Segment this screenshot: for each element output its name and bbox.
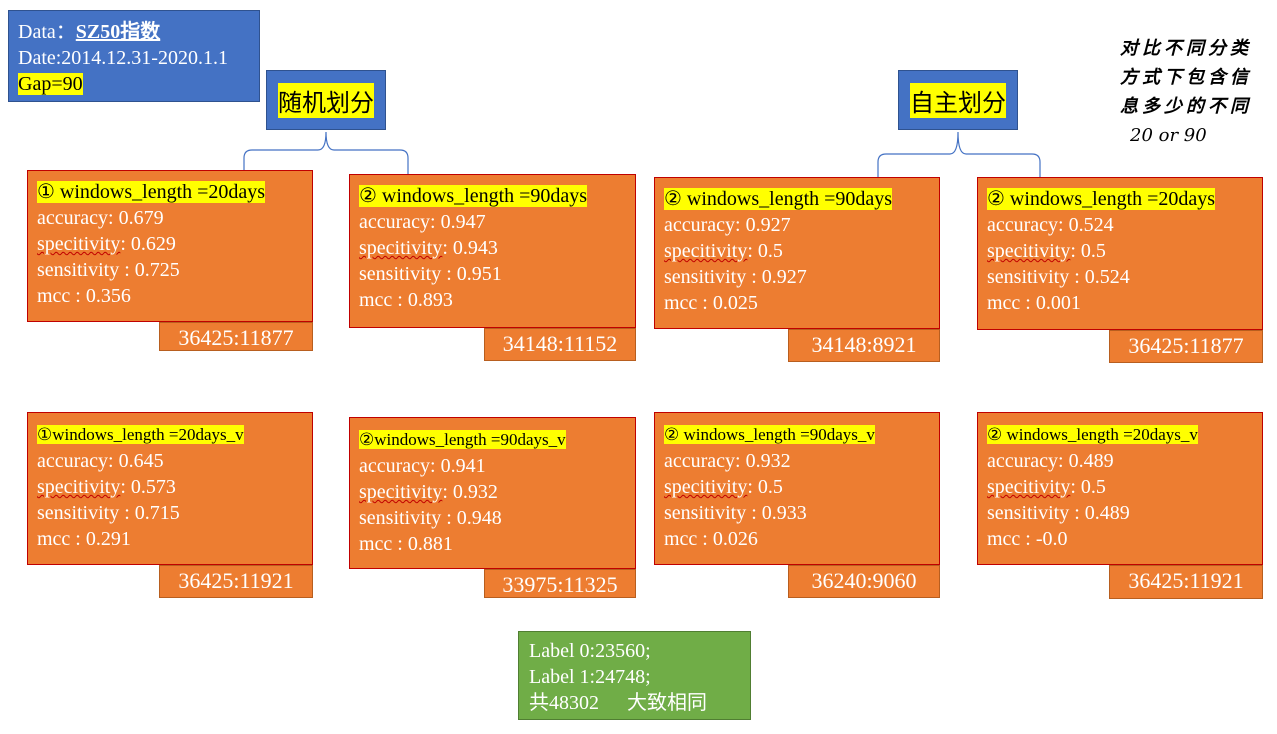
sensitivity: sensitivity : 0.927	[664, 266, 807, 288]
dataset-info-box: Data：SZ50指数 Date:2014.12.31-2020.1.1 Gap…	[8, 10, 260, 102]
accuracy: accuracy: 0.932	[664, 450, 791, 472]
mcc: mcc : 0.026	[664, 528, 758, 550]
specitivity-value: : 0.5	[747, 476, 783, 498]
window-length-title: ② windows_length =20days	[987, 188, 1216, 210]
accuracy: accuracy: 0.679	[37, 207, 164, 229]
window-length-title: ② windows_length =90days_v	[664, 425, 875, 444]
gap-value: Gap=90	[18, 73, 83, 95]
mcc: mcc : 0.893	[359, 289, 453, 311]
data-label: Data：	[18, 21, 76, 43]
window-length-title: ① windows_length =20days	[37, 181, 266, 203]
note-line: 对比不同分类	[1120, 38, 1252, 59]
date-range: Date:2014.12.31-2020.1.1	[18, 47, 228, 69]
sensitivity: sensitivity : 0.489	[987, 502, 1130, 524]
specitivity-label: specitivity	[359, 481, 443, 503]
result-card: ② windows_length =20days_v accuracy: 0.4…	[977, 412, 1263, 565]
window-length-title: ②windows_length =90days_v	[359, 430, 566, 449]
window-length-title: ② windows_length =90days	[359, 185, 588, 207]
sample-count-box: 33975:11325	[484, 569, 636, 598]
sensitivity: sensitivity : 0.715	[37, 502, 180, 524]
specitivity-value: : 0.573	[120, 476, 176, 498]
group-random-label: 随机划分	[278, 82, 374, 118]
mcc: mcc : -0.0	[987, 528, 1068, 550]
sample-count-box: 36425:11877	[159, 322, 313, 351]
sensitivity: sensitivity : 0.725	[37, 259, 180, 281]
accuracy: accuracy: 0.489	[987, 450, 1114, 472]
sensitivity: sensitivity : 0.951	[359, 263, 502, 285]
accuracy: accuracy: 0.645	[37, 450, 164, 472]
accuracy: accuracy: 0.941	[359, 455, 486, 477]
specitivity-label: specitivity	[37, 476, 121, 498]
specitivity-label: specitivity	[987, 476, 1071, 498]
sensitivity: sensitivity : 0.933	[664, 502, 807, 524]
result-card: ② windows_length =20days accuracy: 0.524…	[977, 177, 1263, 330]
result-card: ② windows_length =90days accuracy: 0.947…	[349, 174, 636, 328]
result-card: ① windows_length =20days accuracy: 0.679…	[27, 170, 313, 322]
note-line: 方式下包含信	[1120, 67, 1252, 88]
data-value: SZ50指数	[75, 21, 161, 43]
mcc: mcc : 0.001	[987, 292, 1081, 314]
mcc: mcc : 0.291	[37, 528, 131, 550]
window-length-title: ② windows_length =90days	[664, 188, 893, 210]
group-manual-label: 自主划分	[910, 82, 1006, 118]
window-length-title: ② windows_length =20days_v	[987, 425, 1198, 444]
brace-right	[877, 131, 1041, 178]
sample-count-box: 36425:11921	[159, 565, 313, 598]
sample-count-box: 34148:11152	[484, 328, 636, 361]
specitivity-label: specitivity	[37, 233, 121, 255]
label1-count: Label 1:24748;	[529, 666, 651, 688]
sensitivity: sensitivity : 0.524	[987, 266, 1130, 288]
mcc: mcc : 0.881	[359, 533, 453, 555]
specitivity-value: : 0.5	[1070, 240, 1106, 262]
sample-count-box: 34148:8921	[788, 329, 940, 362]
label0-count: Label 0:23560;	[529, 640, 651, 662]
note-line: 息多少的不同	[1120, 96, 1252, 117]
sample-count-box: 36425:11921	[1109, 565, 1263, 599]
specitivity-value: : 0.932	[442, 481, 498, 503]
specitivity-value: : 0.5	[747, 240, 783, 262]
accuracy: accuracy: 0.927	[664, 214, 791, 236]
label-summary-box: Label 0:23560; Label 1:24748; 共48302 大致相同	[518, 631, 751, 720]
balance-note: 大致相同	[627, 692, 707, 714]
window-length-title: ①windows_length =20days_v	[37, 425, 244, 444]
note-sub: 20 or 90	[1130, 125, 1207, 146]
result-card: ② windows_length =90days_v accuracy: 0.9…	[654, 412, 940, 565]
sample-count-box: 36240:9060	[788, 565, 940, 598]
mcc: mcc : 0.356	[37, 285, 131, 307]
specitivity-label: specitivity	[664, 240, 748, 262]
total-count: 共48302	[529, 692, 599, 714]
sample-count-box: 36425:11877	[1109, 330, 1263, 363]
result-card: ②windows_length =90days_v accuracy: 0.94…	[349, 417, 636, 569]
group-manual-split: 自主划分	[898, 70, 1018, 130]
specitivity-label: specitivity	[359, 237, 443, 259]
comparison-note: 对比不同分类 方式下包含信 息多少的不同 20 or 90	[1120, 34, 1252, 150]
accuracy: accuracy: 0.947	[359, 211, 486, 233]
specitivity-label: specitivity	[987, 240, 1071, 262]
result-card: ①windows_length =20days_v accuracy: 0.64…	[27, 412, 313, 565]
group-random-split: 随机划分	[266, 70, 386, 130]
specitivity-label: specitivity	[664, 476, 748, 498]
mcc: mcc : 0.025	[664, 292, 758, 314]
specitivity-value: : 0.629	[120, 233, 176, 255]
brace-left	[243, 131, 409, 174]
specitivity-value: : 0.5	[1070, 476, 1106, 498]
accuracy: accuracy: 0.524	[987, 214, 1114, 236]
sensitivity: sensitivity : 0.948	[359, 507, 502, 529]
result-card: ② windows_length =90days accuracy: 0.927…	[654, 177, 940, 329]
specitivity-value: : 0.943	[442, 237, 498, 259]
